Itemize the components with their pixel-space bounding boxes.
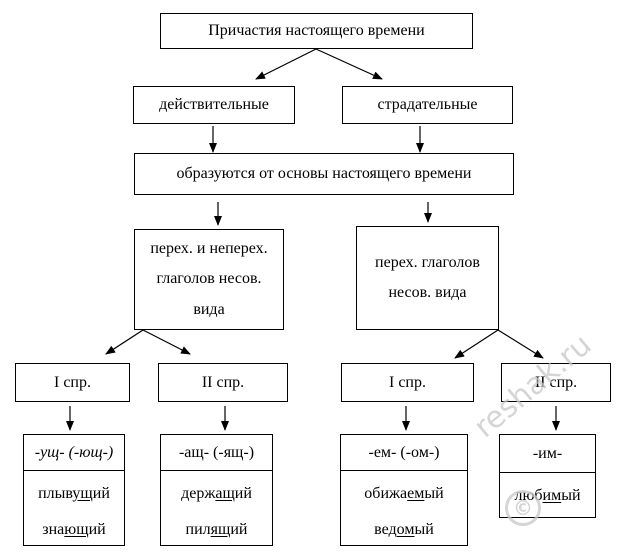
watermark-copyright-icon: © — [505, 490, 541, 526]
arrow-active-verbs-conj2 — [142, 329, 191, 355]
passive-conj1-example: -ем- (-ом-) обижаемый ведомый — [340, 434, 468, 546]
example-word: держащий — [181, 485, 252, 502]
suffix-label: -им- — [532, 444, 563, 462]
passive-verbs-node: перех. глаголов несов. вида — [356, 226, 499, 330]
suffix-cell: -им- — [500, 435, 595, 473]
suffix-label: -ем- (-ом-) — [368, 443, 440, 461]
suffix-cell: -ем- (-ом-) — [341, 435, 467, 471]
example-word: пилящий — [185, 521, 248, 538]
suffix-label: -ащ- (-ящ-) — [178, 443, 255, 461]
example-word: обижаемый — [364, 485, 444, 502]
passive-conj1-label: I спр. — [389, 373, 426, 391]
suffix-cell: -ущ- (-ющ-) — [24, 435, 124, 471]
active-conj1-node: I спр. — [15, 363, 130, 402]
active-voice-node: действительные — [133, 86, 295, 124]
suffix-cell: -ащ- (-ящ-) — [161, 435, 272, 471]
passive-conj2-example: -им- любимый — [499, 434, 596, 518]
passive-conj2-label: II спр. — [534, 373, 578, 391]
example-word: плывущий — [38, 485, 110, 502]
arrow-passive-verbs-conj1 — [454, 329, 499, 359]
root-label: Причастия настоящего времени — [208, 22, 425, 40]
active-conj2-node: II спр. — [158, 363, 288, 402]
arrow-root-passive — [315, 48, 383, 80]
arrow-active-verbs-conj1 — [105, 329, 144, 355]
passive-conj1-node: I спр. — [341, 363, 474, 402]
active-conj1-label: I спр. — [54, 373, 91, 391]
suffix-label: -ущ- (-ющ-) — [34, 443, 114, 461]
active-verbs-line-1: перех. и неперех. — [150, 239, 268, 257]
passive-verbs-line-2: несов. вида — [388, 284, 467, 301]
active-conj1-example: -ущ- (-ющ-) плывущий знающий — [23, 434, 125, 546]
passive-conj2-node: II спр. — [501, 363, 611, 402]
example-word: ведомый — [374, 521, 434, 538]
passive-voice-label: страдательные — [377, 96, 478, 114]
active-voice-label: действительные — [159, 96, 269, 114]
passive-voice-node: страдательные — [342, 86, 513, 124]
root-node: Причастия настоящего времени — [160, 13, 473, 49]
active-verbs-node: перех. и неперех. глаголов несов. вида — [134, 229, 284, 330]
example-word: знающий — [42, 521, 106, 538]
active-verbs-line-3: вида — [193, 300, 225, 318]
arrow-root-active — [255, 48, 317, 80]
formation-node: образуются от основы настоящего времени — [134, 153, 514, 195]
active-conj2-example: -ащ- (-ящ-) держащий пилящий — [160, 434, 273, 546]
formation-label: образуются от основы настоящего времени — [176, 165, 472, 183]
active-verbs-line-2: глаголов несов. — [156, 270, 262, 288]
active-conj2-label: II спр. — [201, 373, 245, 391]
arrow-passive-verbs-conj2 — [497, 329, 544, 359]
passive-verbs-line-1: перех. глаголов — [375, 253, 480, 271]
